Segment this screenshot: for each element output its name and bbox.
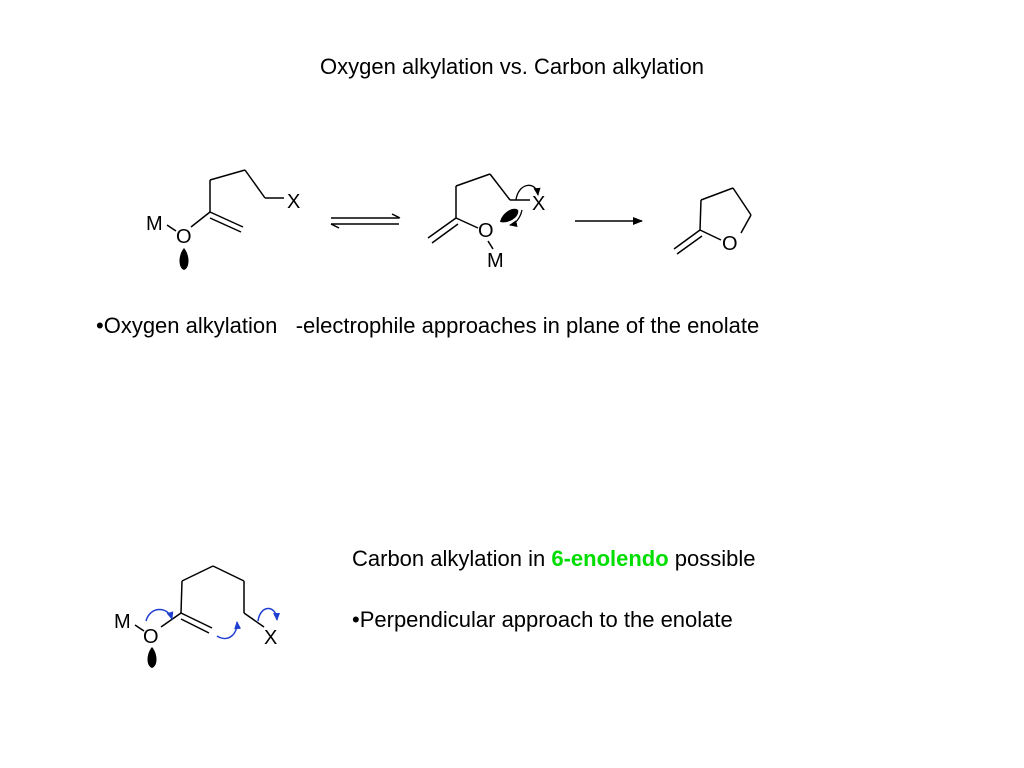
curved-arrow-icon xyxy=(509,209,523,228)
enolendo-metal-label: M xyxy=(114,611,131,633)
oxygen-alkylation-label: •Oxygen alkylation xyxy=(96,313,278,338)
lone-pair-lobe-icon xyxy=(500,208,519,223)
enolate-oxygen-label: O xyxy=(176,226,192,248)
equilibrium-arrows xyxy=(330,213,401,229)
perpendicular-approach-bullet: •Perpendicular approach to the enolate xyxy=(352,607,733,632)
cyclic-ether-product-molecule xyxy=(673,187,752,255)
curved-arrow-icon xyxy=(515,184,541,201)
curved-arrow-icon xyxy=(145,608,174,622)
cyclizing-metal-label: M xyxy=(487,250,504,272)
oxygen-alkylation-description: -electrophile approaches in plane of the… xyxy=(295,313,760,338)
lone-pair-lobe-icon xyxy=(179,248,189,270)
cyclizing-enolate-molecule xyxy=(427,173,530,250)
carbon-alkylation-heading-prefix: Carbon alkylation in xyxy=(352,546,552,571)
curved-arrow-icon xyxy=(216,621,242,640)
cyclizing-leaving-group-label: X xyxy=(532,193,545,215)
carbon-alkylation-heading: Carbon alkylation in 6-enolendo possible xyxy=(352,546,756,572)
lone-pair-lobe-icon xyxy=(147,647,157,668)
leaving-group-label: X xyxy=(287,191,300,213)
cyclizing-oxygen-label: O xyxy=(478,220,494,242)
curved-arrow-icon xyxy=(257,607,281,622)
enolendo-enolate-molecule xyxy=(134,565,265,634)
product-oxygen-label: O xyxy=(722,233,738,255)
enolate-molecule-open-chain xyxy=(166,169,284,233)
enolendo-highlight: 6-enolendo xyxy=(551,546,669,571)
oxygen-alkylation-bullet: •Oxygen alkylation -electrophile approac… xyxy=(96,313,759,339)
enolendo-oxygen-label: O xyxy=(143,626,159,648)
carbon-alkylation-heading-suffix: possible xyxy=(668,546,756,571)
slide-title: Oxygen alkylation vs. Carbon alkylation xyxy=(320,54,704,79)
enolendo-leaving-group-label: X xyxy=(264,627,277,649)
enolate-metal-label: M xyxy=(146,213,163,235)
